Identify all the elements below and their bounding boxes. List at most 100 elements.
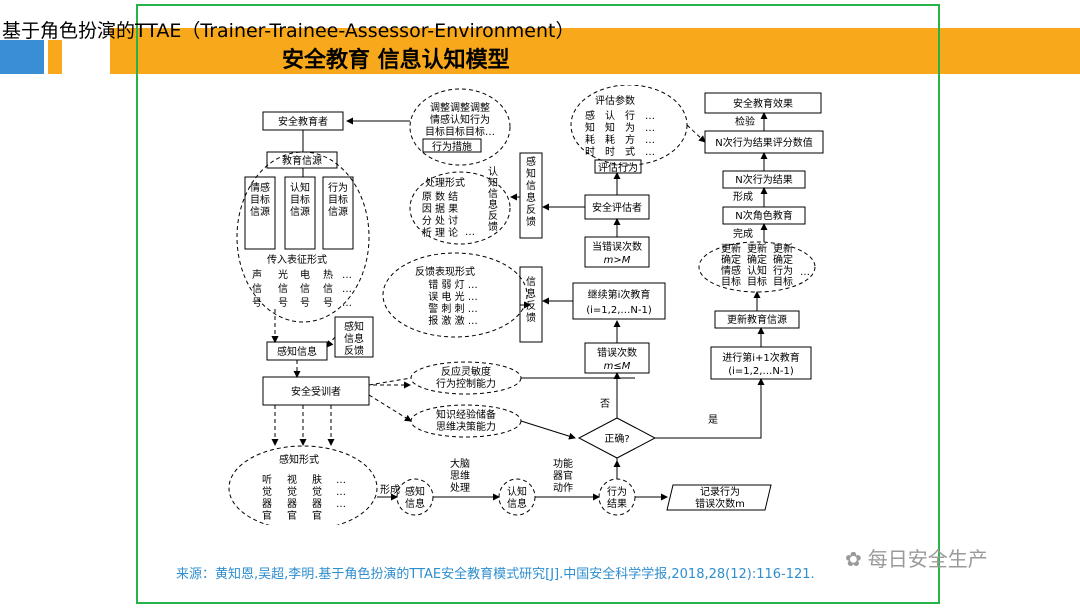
- perception-ellipse: [228, 445, 378, 525]
- check-label: 检验: [735, 115, 755, 128]
- update-col-0: 更新: [721, 242, 741, 255]
- process-label: 析 理 论: [422, 226, 458, 239]
- cog-feedback-label: 馈: [488, 220, 498, 233]
- update-col-1: 目标: [747, 276, 767, 288]
- organ-col-1: 觉: [287, 486, 297, 498]
- organ-col-0: 官: [262, 509, 272, 522]
- wechat-icon: ✿: [845, 547, 862, 571]
- src1-label: 情感: [250, 181, 270, 194]
- transmit-signal-2: 信: [300, 283, 310, 295]
- organ-col-2: 器: [312, 498, 322, 510]
- trainee-label: 安全受训者: [291, 385, 341, 398]
- eval-col-1: 认: [605, 109, 615, 122]
- transmit-signal-4: …: [342, 270, 352, 281]
- content-frame: [136, 4, 940, 604]
- watermark: ✿每日安全生产: [845, 543, 988, 572]
- process-label: 原 数 结: [422, 190, 458, 203]
- behavior-result-label: 行为: [607, 485, 627, 498]
- decision-label: 正确?: [604, 432, 629, 445]
- form-label: 形成: [733, 191, 753, 203]
- process-title: 处理形式: [425, 176, 465, 189]
- transmit-signal-4: …: [342, 298, 352, 309]
- perceive-feedback-label: 信: [526, 180, 536, 192]
- slide-title: 基于角色扮演的TTAE（Trainer-Trainee-Assessor-Env…: [2, 20, 575, 42]
- info-feedback-label: 息: [526, 287, 536, 300]
- behavior-result-label: 结果: [607, 497, 627, 510]
- perceive-feedback-box: [519, 152, 543, 239]
- organ-col-1: 视: [287, 473, 297, 486]
- update-col-1: 更新: [747, 242, 767, 255]
- eval-more: …: [645, 123, 655, 134]
- info-feedback-label: 反: [526, 300, 536, 312]
- eval-col-1: 知: [605, 121, 615, 134]
- header-bar: [110, 28, 1080, 74]
- cog-feedback-label: 认: [488, 165, 498, 178]
- update-col-0: 目标: [721, 276, 741, 288]
- eval-more: …: [645, 135, 655, 146]
- eval-col-0: 感: [585, 109, 595, 122]
- transmit-signal-0: 声: [252, 268, 262, 281]
- src2-label: 目标: [290, 194, 310, 206]
- record-parallelogram: [666, 484, 772, 511]
- brain-label: 大脑: [450, 457, 470, 470]
- ttae-model-diagram: 安全教育者教育信源情感目标信源认知目标信源行为目标信源传入表征形式声信号光信号电…: [228, 85, 824, 525]
- trainee-box: [262, 376, 370, 406]
- record-label: 错误次数m: [695, 497, 745, 510]
- brain-label: 处理: [450, 482, 470, 494]
- src3-box: [322, 176, 354, 250]
- source-citation: 来源：黄知恩,吴超,李明.基于角色扮演的TTAE安全教育模式研究[J].中国安全…: [176, 567, 815, 582]
- trainer-label: 安全教育者: [278, 115, 328, 128]
- info-feedback-label: 馈: [526, 311, 536, 324]
- eval-col-0: 时: [585, 146, 595, 158]
- header-accent-blue: [0, 40, 44, 74]
- adjust-label: 目标目标目标…: [425, 126, 495, 138]
- perceive-feedback-box-label: 感知: [344, 320, 364, 333]
- process-more: …: [465, 227, 475, 238]
- info-feedback-label: 信: [526, 276, 536, 288]
- feedback-row: 误 电 光 …: [428, 290, 478, 303]
- transmit-signal-4: …: [342, 284, 352, 295]
- action-measure-box: [422, 138, 482, 153]
- eval-title: 评估参数: [595, 94, 635, 107]
- src3-label: 目标: [328, 194, 348, 206]
- eval-col-2: 行: [625, 109, 635, 122]
- update-source-label: 更新教育信源: [727, 313, 787, 326]
- watermark-text: 每日安全生产: [867, 547, 988, 571]
- process-label: 分 处 讨: [422, 215, 458, 227]
- process-label: 因 据 果: [422, 202, 458, 215]
- update-col-2: 确定: [773, 253, 793, 266]
- adjust-label: 调整调整调整: [430, 101, 490, 114]
- header-accent-orange: [48, 40, 62, 74]
- update-col-2: 行为: [773, 264, 793, 277]
- transmit-ellipse: [236, 151, 370, 323]
- update-col-0: 情感: [721, 264, 741, 277]
- n-result-label: N次行为结果: [735, 173, 792, 186]
- transmit-signal-1: 信: [278, 283, 288, 295]
- transmit-signal-3: 信: [323, 283, 333, 295]
- perceive-info-circle-label: 信息: [405, 497, 425, 510]
- connector: [520, 420, 576, 440]
- src3-label: 信源: [328, 205, 348, 218]
- organs-more: …: [336, 499, 346, 510]
- action-measure-label: 行为措施: [432, 140, 472, 153]
- transmit-signal-0: 号: [252, 297, 262, 309]
- cog-info-circle-label: 信息: [507, 497, 527, 510]
- eval-col-2: 为: [625, 122, 635, 134]
- organs-more: …: [336, 487, 346, 498]
- update-more: …: [800, 267, 810, 278]
- eval-behavior-label: 评估行为: [598, 161, 638, 174]
- edu-source-box: [266, 151, 338, 169]
- perceive-feedback-box-label: 反馈: [344, 344, 364, 357]
- cog-feedback-label: 息: [488, 198, 498, 211]
- process-ellipse: [409, 171, 511, 245]
- update-col-1: 认知: [747, 264, 767, 277]
- src1-box: [244, 176, 276, 250]
- reaction-label: 反应灵敏度: [441, 365, 491, 378]
- next-edu-label: 进行第i+1次教育: [722, 351, 800, 364]
- organs-more: …: [336, 475, 346, 486]
- reaction-label: 行为控制能力: [436, 377, 496, 390]
- perceive-feedback-label: 反: [526, 204, 536, 216]
- perceive-feedback-label: 感: [526, 155, 536, 168]
- src3-label: 行为: [328, 181, 348, 194]
- transmit-signal-2: 电: [300, 268, 310, 281]
